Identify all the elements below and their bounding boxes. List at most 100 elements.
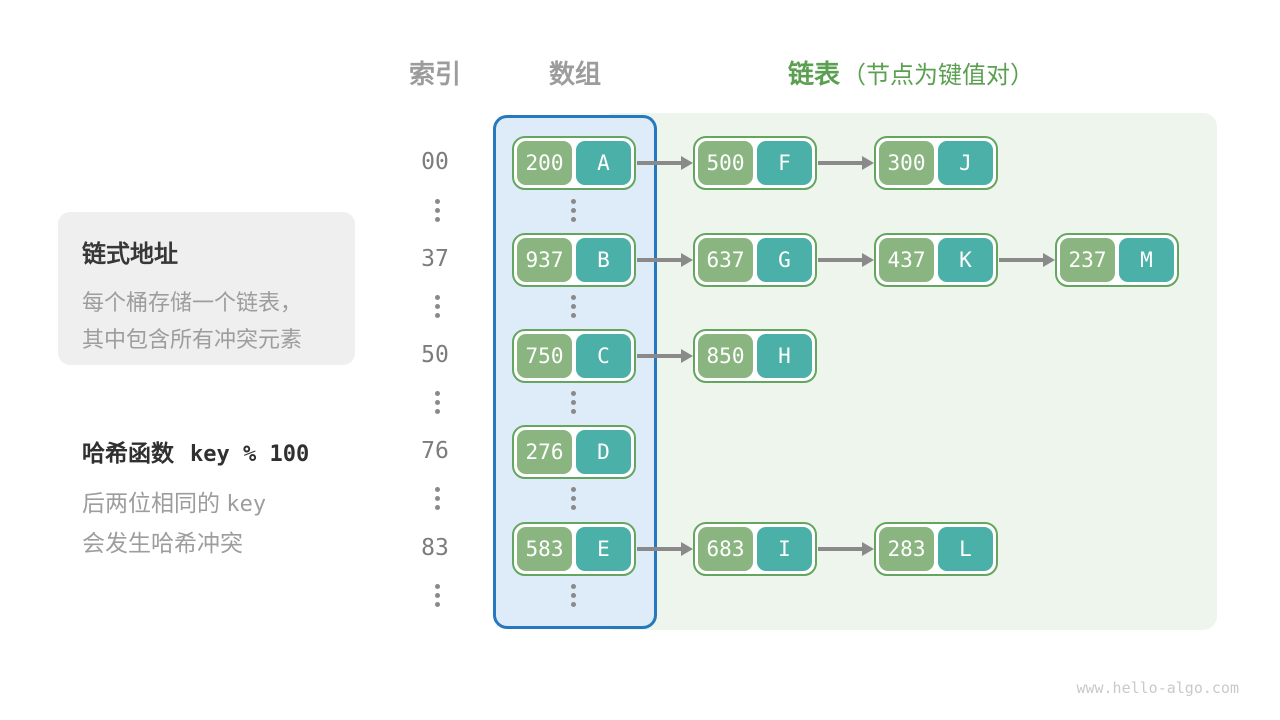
legend-desc-line2: 其中包含所有冲突元素	[82, 327, 303, 352]
dot	[570, 400, 576, 405]
dot	[434, 391, 440, 396]
arrow-line	[637, 547, 682, 551]
key-cell: 300	[879, 141, 934, 185]
hash-note-line2: 会发生哈希冲突	[82, 530, 243, 556]
kv-node: 300 J	[874, 136, 998, 190]
arrow	[818, 253, 874, 267]
kv-node: 937 B	[512, 233, 636, 287]
dot	[570, 391, 576, 396]
kv-node: 276 D	[512, 425, 636, 479]
dot	[434, 313, 440, 318]
dot	[434, 487, 440, 492]
ellipsis-dots	[434, 391, 440, 414]
arrow-head	[862, 156, 874, 170]
legend-box: 链式地址 每个桶存储一个链表， 其中包含所有冲突元素	[58, 212, 355, 365]
index-label: 76	[421, 438, 449, 464]
dot	[434, 295, 440, 300]
header-linked-list-title: 链表	[788, 59, 841, 89]
value-cell: G	[757, 238, 812, 282]
arrow	[637, 156, 693, 170]
header-linked-list-note: （节点为键值对）	[842, 62, 1035, 89]
value-cell: M	[1119, 238, 1174, 282]
dot	[570, 593, 576, 598]
ellipsis-dots	[570, 584, 576, 607]
dot	[434, 602, 440, 607]
key-cell: 237	[1060, 238, 1115, 282]
watermark: www.hello-algo.com	[1076, 679, 1239, 697]
key-cell: 637	[698, 238, 753, 282]
ellipsis-dots	[434, 199, 440, 222]
arrow-head	[681, 349, 693, 363]
dot	[570, 199, 576, 204]
key-cell: 850	[698, 334, 753, 378]
key-cell: 937	[517, 238, 572, 282]
arrow	[637, 542, 693, 556]
dot	[434, 409, 440, 414]
dot	[434, 199, 440, 204]
dot	[570, 487, 576, 492]
arrow	[818, 542, 874, 556]
key-cell: 200	[517, 141, 572, 185]
key-cell: 276	[517, 430, 572, 474]
dot	[434, 304, 440, 309]
hash-function-note: 哈希函数 key % 100 后两位相同的 key 会发生哈希冲突	[82, 434, 309, 562]
value-cell: L	[938, 527, 993, 571]
value-cell: D	[576, 430, 631, 474]
ellipsis-dots	[570, 295, 576, 318]
arrow-head	[1043, 253, 1055, 267]
arrow-line	[637, 354, 682, 358]
arrow-head	[681, 542, 693, 556]
dot	[570, 584, 576, 589]
key-cell: 583	[517, 527, 572, 571]
kv-node: 437 K	[874, 233, 998, 287]
kv-node: 750 C	[512, 329, 636, 383]
dot	[434, 400, 440, 405]
arrow-line	[818, 547, 863, 551]
value-cell: A	[576, 141, 631, 185]
arrow-head	[681, 253, 693, 267]
kv-node: 500 F	[693, 136, 817, 190]
dot	[570, 217, 576, 222]
dot	[434, 593, 440, 598]
arrow	[637, 253, 693, 267]
kv-node: 637 G	[693, 233, 817, 287]
value-cell: I	[757, 527, 812, 571]
legend-title: 链式地址	[82, 241, 178, 268]
ellipsis-dots	[434, 584, 440, 607]
value-cell: J	[938, 141, 993, 185]
kv-node: 200 A	[512, 136, 636, 190]
value-cell: F	[757, 141, 812, 185]
key-cell: 283	[879, 527, 934, 571]
key-cell: 683	[698, 527, 753, 571]
value-cell: C	[576, 334, 631, 378]
dot	[434, 217, 440, 222]
arrow	[999, 253, 1055, 267]
dot	[570, 505, 576, 510]
header-index: 索引	[408, 59, 461, 89]
value-cell: B	[576, 238, 631, 282]
arrow-line	[637, 258, 682, 262]
arrow-line	[818, 258, 863, 262]
kv-node: 850 H	[693, 329, 817, 383]
dot	[570, 496, 576, 501]
dot	[570, 409, 576, 414]
hash-note-code: key	[226, 492, 267, 517]
arrow	[818, 156, 874, 170]
value-cell: H	[757, 334, 812, 378]
key-cell: 437	[879, 238, 934, 282]
arrow-head	[862, 542, 874, 556]
legend-desc-line1: 每个桶存储一个链表，	[82, 290, 303, 315]
dot	[570, 313, 576, 318]
value-cell: K	[938, 238, 993, 282]
ellipsis-dots	[434, 487, 440, 510]
hash-note-text: 后两位相同的	[82, 490, 220, 516]
index-label: 83	[421, 535, 449, 561]
arrow	[637, 349, 693, 363]
hash-function-line: 哈希函数 key % 100	[82, 434, 309, 468]
ellipsis-dots	[570, 487, 576, 510]
index-label: 50	[421, 342, 449, 368]
kv-node: 583 E	[512, 522, 636, 576]
arrow-line	[637, 161, 682, 165]
dot	[434, 584, 440, 589]
